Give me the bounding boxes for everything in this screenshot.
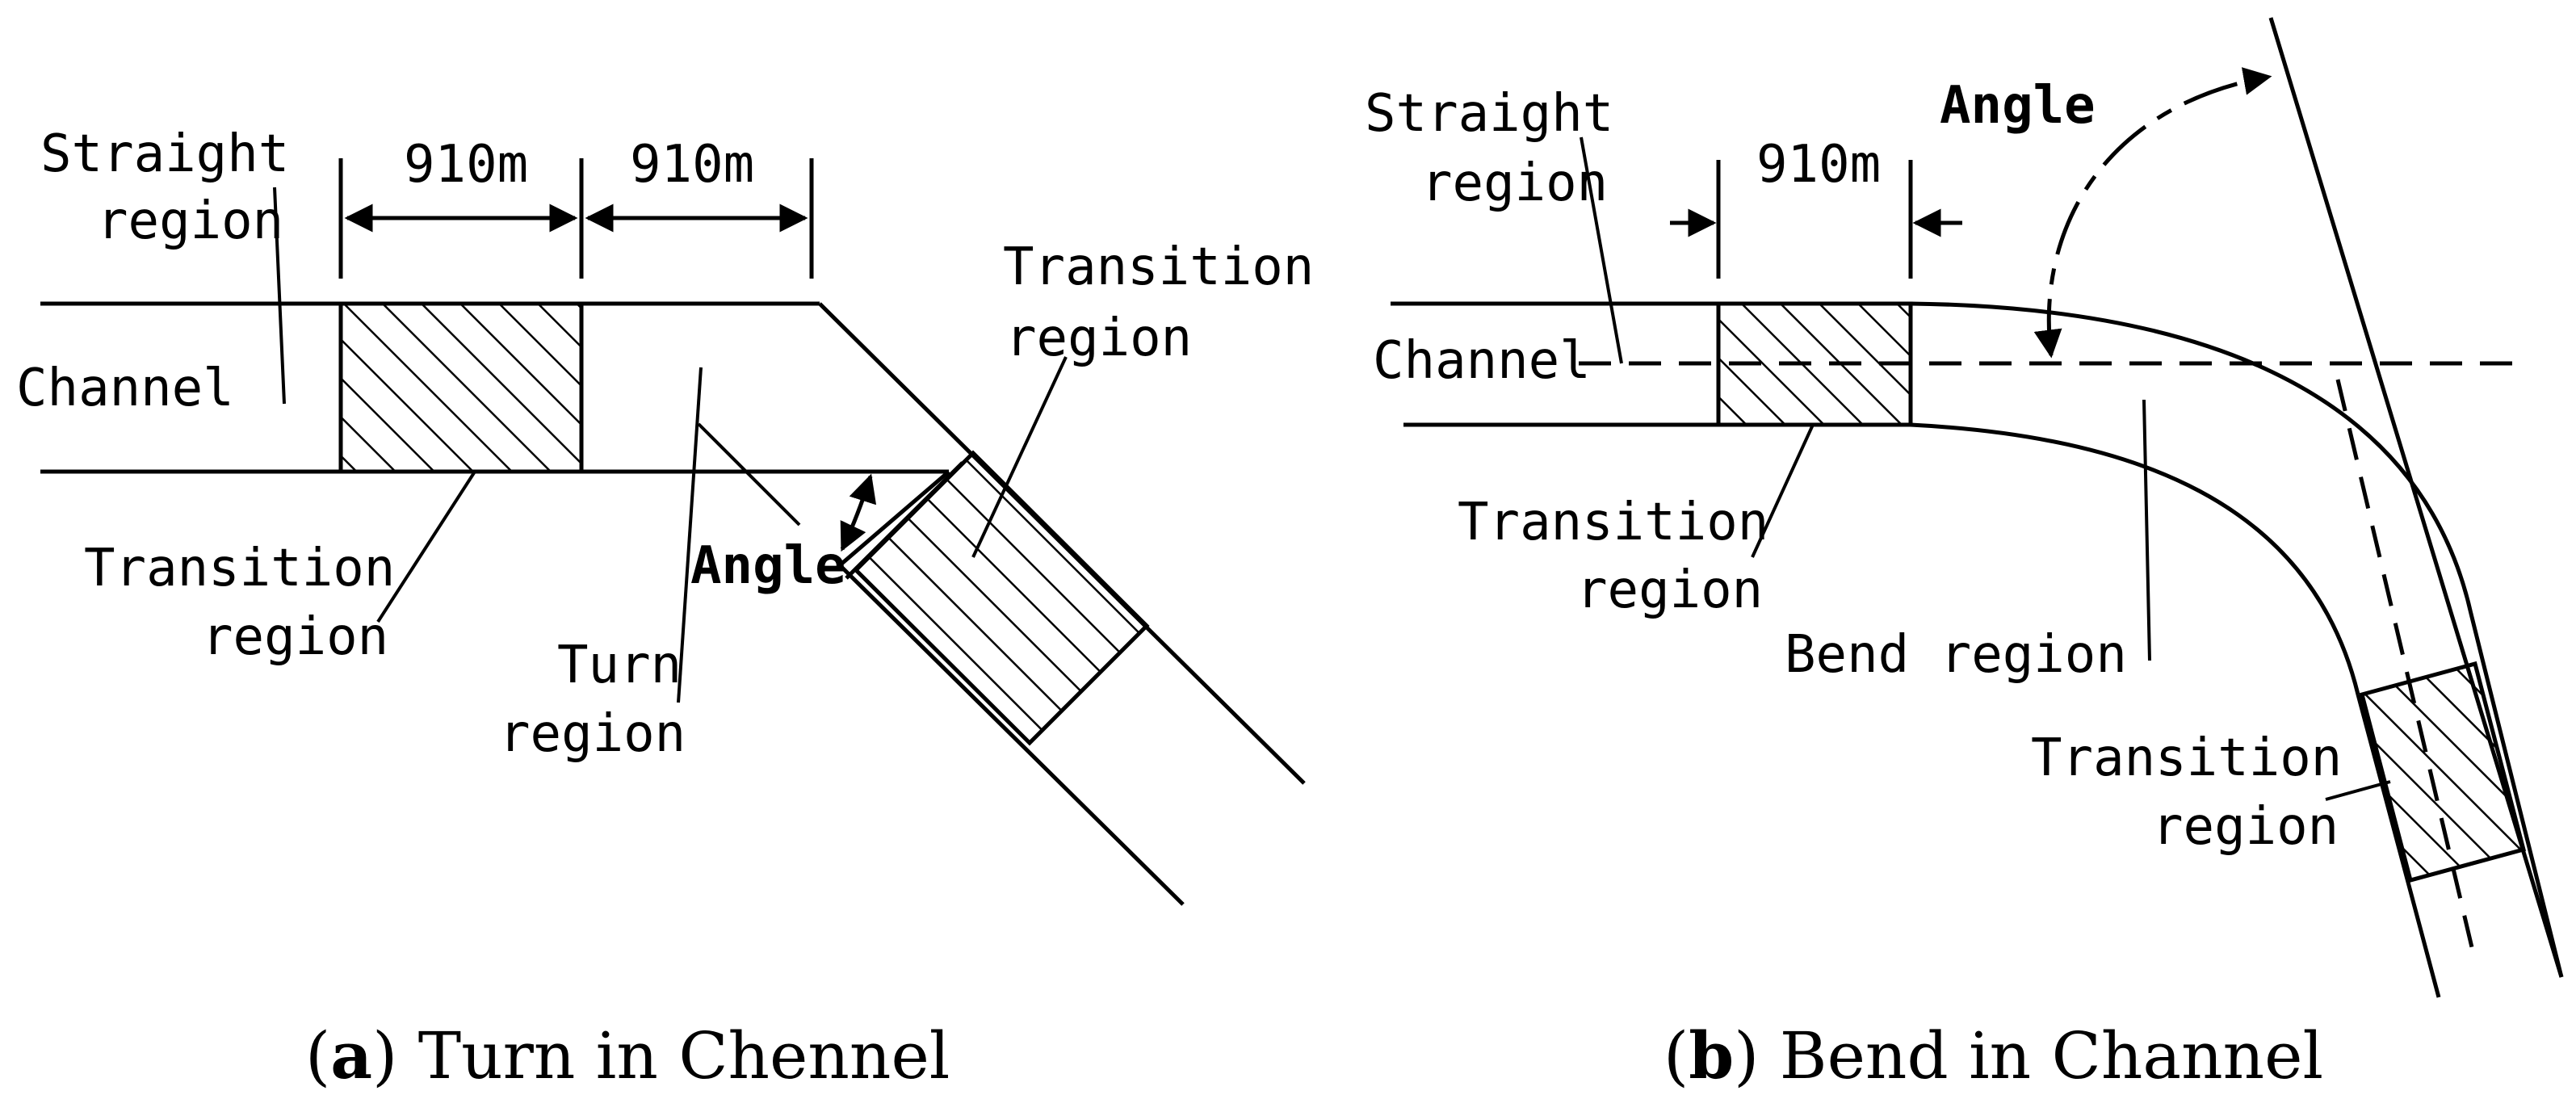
leader-transition-left: [376, 470, 476, 623]
label-straight-line2: region: [1421, 153, 1608, 213]
leader-transition-right: [971, 356, 1068, 558]
label-straight-line1: Straight: [1365, 84, 1613, 144]
label-transition-left-line2: region: [1576, 560, 1763, 620]
label-transition-right-line1: Transition: [2031, 728, 2342, 788]
leader-straight: [1580, 136, 1623, 364]
dim-label-2: 910m: [630, 135, 754, 195]
caption-b-letter: b: [1689, 1017, 1734, 1093]
angle-arc: [2033, 67, 2272, 359]
bend-outer-wall: [1910, 301, 2564, 978]
angle-arrow: [840, 473, 877, 552]
turn-inner-wall: [838, 564, 1185, 906]
bend-inner-wall: [1910, 422, 2441, 998]
label-straight-line1: Straight: [40, 124, 289, 184]
label-turn-line2: region: [499, 704, 686, 764]
label-bend: Bend region: [1785, 625, 2127, 685]
caption-b-text: Bend in Channel: [1780, 1018, 2323, 1093]
label-angle: Angle: [690, 536, 846, 596]
dim-label-1: 910m: [404, 135, 528, 195]
label-turn-line1: Turn: [557, 636, 682, 695]
transition-box-right: [2359, 661, 2527, 883]
leader-straight: [273, 187, 286, 405]
label-transition-right-line2: region: [1005, 308, 1192, 368]
caption-a-letter: a: [330, 1017, 372, 1093]
caption-a: (a) Turn in Chennel: [305, 1017, 950, 1093]
caption-a-text: Turn in Chennel: [418, 1018, 950, 1093]
label-transition-right-line2: region: [2152, 797, 2339, 857]
label-straight-line2: region: [97, 191, 283, 251]
label-angle: Angle: [1940, 76, 2096, 136]
label-transition-left-line1: Transition: [1458, 493, 1768, 552]
label-transition-left-line1: Transition: [84, 539, 395, 598]
label-transition-left-line2: region: [202, 607, 388, 667]
panel-b: Straight region 910m Angle Channel Trans…: [1365, 17, 2564, 1093]
leader-transition-left: [1751, 424, 1815, 558]
transition-box-left: [1716, 301, 1913, 427]
transition-box-left: [338, 301, 584, 474]
leader-bend: [2142, 399, 2151, 661]
leader-transition-right: [2325, 780, 2391, 801]
label-channel: Channel: [1373, 331, 1591, 391]
label-transition-right-line1: Transition: [1003, 237, 1314, 297]
panel-a: Straight region 910m 910m Channel Transi…: [16, 124, 1314, 1093]
transition-double-edge: [845, 461, 964, 580]
leader-angle: [697, 422, 801, 527]
leader-turn: [677, 367, 703, 703]
caption-b: (b) Bend in Channel: [1663, 1017, 2323, 1093]
label-channel: Channel: [16, 359, 234, 418]
dim-label-1: 910m: [1756, 135, 1881, 195]
